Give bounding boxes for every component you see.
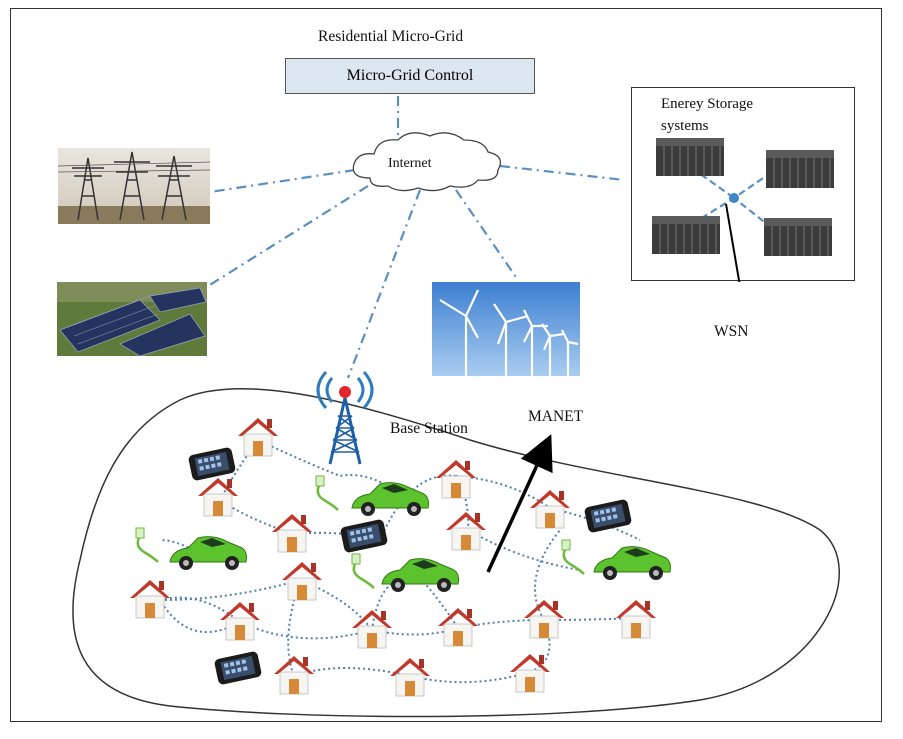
storage-graphic	[652, 138, 834, 282]
internet-label: Internet	[388, 156, 432, 171]
house	[237, 417, 279, 457]
energy-storage-box	[631, 87, 855, 282]
phone-icon	[583, 498, 633, 534]
charger-icon	[350, 552, 376, 590]
manet-boundary	[72, 387, 840, 718]
house	[351, 609, 393, 649]
house	[435, 459, 477, 499]
electric-car	[381, 558, 459, 593]
wsn-label: WSN	[714, 323, 749, 340]
house	[615, 599, 657, 639]
house	[129, 579, 171, 619]
diagram-title: Residential Micro-Grid	[318, 28, 464, 45]
house	[437, 607, 479, 647]
wsn-node-icon	[729, 193, 739, 203]
link-internet-storage	[499, 164, 625, 182]
phone-icon	[187, 446, 237, 482]
battery-icon	[766, 150, 834, 188]
house	[273, 655, 315, 695]
charger-icon	[314, 474, 340, 512]
electric-car	[169, 536, 247, 571]
electric-car	[351, 482, 429, 517]
charger-icon	[134, 526, 160, 564]
base-station-tower-icon	[316, 371, 374, 465]
manet-arrow	[486, 434, 553, 573]
house	[523, 599, 565, 639]
wind-turbines-image	[432, 282, 580, 376]
house	[281, 561, 323, 601]
link-internet-solar	[204, 185, 369, 289]
storage-label-line1: Enerey Storage	[661, 96, 754, 112]
manet-label: MANET	[528, 408, 584, 425]
house	[445, 511, 487, 551]
house	[509, 653, 551, 693]
link-internet-wind	[455, 189, 519, 281]
electric-vehicles	[134, 474, 671, 593]
battery-icon	[764, 218, 832, 256]
battery-icon	[652, 216, 720, 254]
house	[219, 601, 261, 641]
solar-panels-image	[57, 282, 207, 357]
house	[271, 513, 313, 553]
internet-links	[204, 96, 625, 379]
base-station-label: Base Station	[390, 420, 468, 437]
battery-icon	[656, 138, 724, 176]
house	[529, 489, 571, 529]
electric-car	[593, 546, 671, 581]
wsn-arrow	[725, 203, 741, 282]
phone-icon	[339, 518, 389, 554]
diagram-frame	[10, 8, 882, 722]
phone-icon	[213, 650, 263, 686]
house	[197, 477, 239, 517]
micro-grid-control-box: Micro-Grid Control	[285, 58, 535, 94]
house	[389, 657, 431, 697]
link-internet-basestation	[346, 189, 422, 379]
micro-grid-control-label: Micro-Grid Control	[346, 67, 474, 84]
storage-label-line2: systems	[661, 118, 709, 134]
charger-icon	[560, 538, 586, 576]
link-internet-pylons	[209, 168, 356, 194]
internet-cloud	[352, 132, 502, 192]
power-pylons-image	[57, 148, 211, 224]
